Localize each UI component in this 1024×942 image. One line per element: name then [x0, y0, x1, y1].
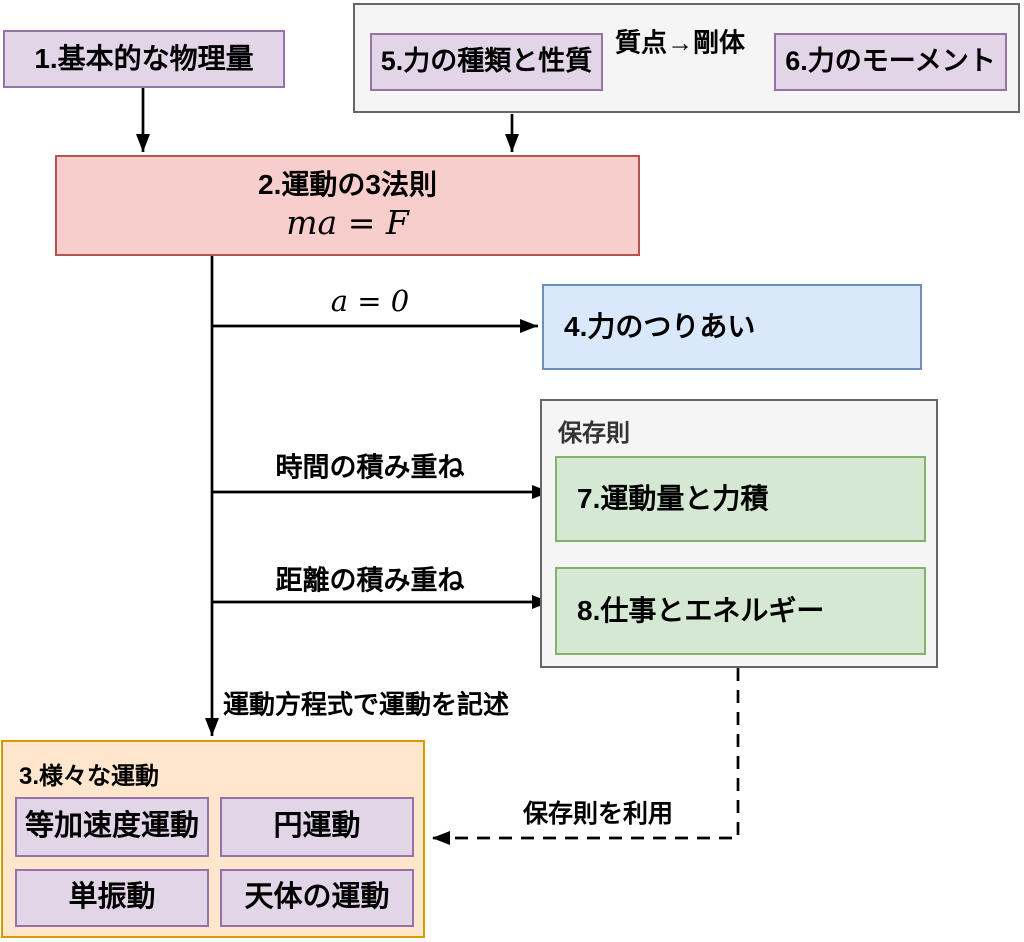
node-uniform-acceleration: 等加速度運動: [15, 797, 209, 857]
node-laws-of-motion: 2.運動の3法則 ma = F: [55, 155, 640, 256]
node-simple-harmonic: 単振動: [15, 869, 209, 927]
node-force-balance: 4.力のつりあい: [542, 284, 922, 370]
edge-label-distance-accumulation: 距離の積み重ね: [275, 565, 465, 596]
edge-label-time-accumulation: 時間の積み重ね: [275, 452, 465, 483]
edge-conservation-to-motions: [432, 668, 740, 845]
edge-label-describe-motion: 運動方程式で運動を記述: [222, 689, 510, 720]
edge-label-point-mass-to-rigid-body: 質点→剛体: [614, 27, 746, 58]
edge-label-zero-acceleration: a = 0: [330, 284, 410, 318]
various-motions-label: 3.様々な運動: [19, 763, 160, 790]
conservation-group-label: 保存則: [558, 420, 630, 447]
node-momentum-impulse: 7.運動量と力積: [555, 456, 926, 542]
edge-label-use-conservation: 保存則を利用: [522, 800, 674, 828]
group-conservation-laws: 保存則 7.運動量と力積 8.仕事とエネルギー: [540, 399, 938, 668]
node-basic-quantities: 1.基本的な物理量: [3, 30, 285, 88]
node-force-types: 5.力の種類と性質: [370, 33, 603, 91]
group-various-motions: 3.様々な運動 等加速度運動 円運動 単振動 天体の運動: [1, 740, 425, 938]
node-celestial-motion: 天体の運動: [220, 869, 414, 927]
node-circular-motion: 円運動: [220, 797, 414, 857]
node-force-moment: 6.力のモーメント: [774, 33, 1007, 91]
laws-of-motion-formula: ma = F: [286, 203, 409, 243]
node-work-energy: 8.仕事とエネルギー: [555, 567, 926, 655]
group-force-statics: 5.力の種類と性質 6.力のモーメント: [353, 3, 1020, 113]
laws-of-motion-title: 2.運動の3法則: [258, 168, 437, 200]
